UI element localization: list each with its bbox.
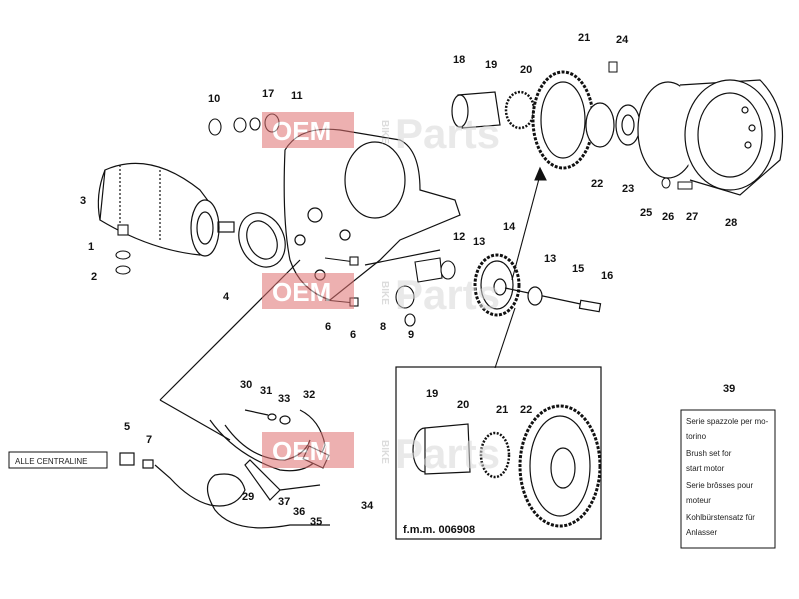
callout-number: 6 <box>325 321 331 333</box>
callout-numbers: 1 2 3 4 5 6 6 7 8 9 10 11 12 13 13 14 15… <box>80 32 737 528</box>
callout-number: 28 <box>725 217 737 229</box>
detail-inset-box: f.m.m. 006908 <box>395 366 602 540</box>
legend-line: torino <box>686 432 707 441</box>
callout-number: 18 <box>453 54 465 66</box>
callout-number: 37 <box>278 496 290 508</box>
inset-reference-label: f.m.m. 006908 <box>403 524 475 536</box>
callout-number: 9 <box>408 329 414 341</box>
callout-number: 23 <box>622 183 634 195</box>
callout-number: 5 <box>124 421 130 433</box>
callout-number: 14 <box>503 221 516 233</box>
watermark-upper: OEM BIKE Parts <box>262 110 500 157</box>
callout-number: 30 <box>240 379 252 391</box>
legend-line: Brush set for <box>686 449 732 458</box>
legend-line: start motor <box>686 464 725 473</box>
callout-number: 1 <box>88 241 94 253</box>
callout-number: 29 <box>242 491 254 503</box>
callout-number: 32 <box>303 389 315 401</box>
callout-number: 11 <box>291 90 303 102</box>
callout-number: 2 <box>91 271 97 283</box>
legend-line: Anlasser <box>686 528 717 537</box>
callout-number: 20 <box>520 64 532 76</box>
callout-number: 19 <box>485 59 497 71</box>
assembly-arrows <box>494 166 547 369</box>
watermark-bike: BIKE <box>379 281 390 305</box>
part-39-number: 39 <box>723 383 735 395</box>
callout-number: 17 <box>262 88 274 100</box>
callout-number: 36 <box>293 506 305 518</box>
flywheel <box>637 79 783 196</box>
starter-motor <box>97 162 235 257</box>
callout-number: 13 <box>473 236 485 248</box>
callout-number: 27 <box>686 211 698 223</box>
callout-number: 34 <box>361 500 374 512</box>
watermark-parts: Parts <box>395 430 500 477</box>
callout-number: 19 <box>426 388 438 400</box>
callout-number: 16 <box>601 270 613 282</box>
alle-centraline-box: ALLE CENTRALINE <box>8 451 108 469</box>
callout-number: 15 <box>572 263 584 275</box>
callout-number: 10 <box>208 93 220 105</box>
legend-line: Kohlbürstensatz für <box>686 513 755 522</box>
callout-number: 25 <box>640 207 652 219</box>
callout-number: 22 <box>520 404 532 416</box>
callout-number: 3 <box>80 195 86 207</box>
watermark-lower: OEM BIKE Parts <box>262 430 500 477</box>
intermediate-gear <box>473 253 602 317</box>
callout-number: 24 <box>616 34 629 46</box>
callout-number: 21 <box>496 404 508 416</box>
callout-number: 8 <box>380 321 386 333</box>
callout-number: 4 <box>223 291 230 303</box>
watermark-middle: OEM BIKE Parts <box>262 271 500 318</box>
alle-centraline-label: ALLE CENTRALINE <box>15 457 87 466</box>
legend-line: Serie brôsses pour <box>686 481 753 490</box>
callout-number: 12 <box>453 231 465 243</box>
intermediate-gear-shaft <box>395 257 456 327</box>
legend-line: moteur <box>686 496 711 505</box>
callout-number: 21 <box>578 32 590 44</box>
callout-number: 26 <box>662 211 674 223</box>
callout-number: 31 <box>260 385 272 397</box>
callout-number: 35 <box>310 516 322 528</box>
callout-number: 13 <box>544 253 556 265</box>
watermark-bike: BIKE <box>379 120 390 144</box>
watermark-parts: Parts <box>395 110 500 157</box>
legend-line: Serie spazzole per mo- <box>686 417 769 426</box>
callout-number: 20 <box>457 399 469 411</box>
watermark-oem: OEM <box>272 116 331 146</box>
gasket <box>238 212 286 268</box>
watermark-bike: BIKE <box>379 440 390 464</box>
small-hardware-right <box>608 61 693 190</box>
callout-number: 7 <box>146 434 152 446</box>
callout-number: 22 <box>591 178 603 190</box>
watermark-oem: OEM <box>272 436 331 466</box>
starter-clutch-gear-train <box>451 70 641 170</box>
callout-number: 6 <box>350 329 356 341</box>
watermark-parts: Parts <box>395 271 500 318</box>
callout-number: 33 <box>278 393 290 405</box>
watermark-oem: OEM <box>272 277 331 307</box>
